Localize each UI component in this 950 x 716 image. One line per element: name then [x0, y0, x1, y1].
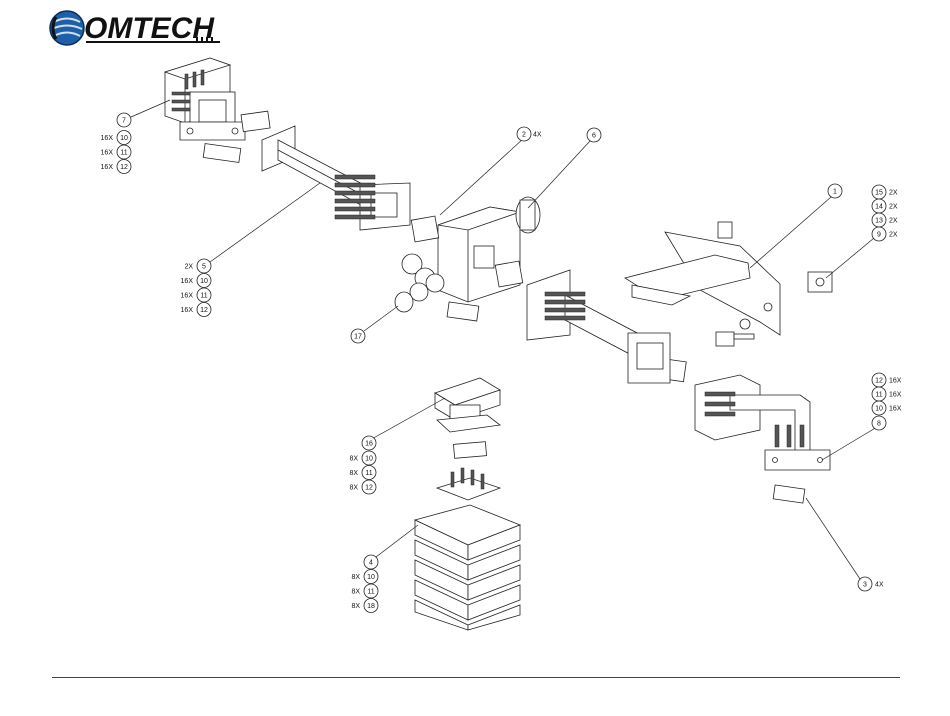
qty-label: 2X	[889, 190, 898, 197]
balloon-number: 11	[200, 293, 207, 300]
balloon-number: 10	[120, 135, 128, 142]
balloon-10-bottom: 8X 10	[351, 570, 378, 584]
balloon-7-number: 7	[122, 118, 126, 125]
balloon-number: 10	[200, 278, 208, 285]
balloon-number: 10	[875, 406, 883, 413]
balloon-2: 2 4X	[517, 127, 542, 141]
balloon-number: 4	[369, 560, 373, 567]
qty-label: 2X	[889, 204, 898, 211]
qty-label: 2X	[184, 264, 193, 271]
part-9-clip	[808, 272, 832, 292]
balloon-7: 7	[117, 113, 131, 127]
qty-label: 16X	[889, 378, 902, 385]
balloon-10-right: 10 16X	[872, 401, 902, 415]
qty-label: 4X	[533, 132, 542, 139]
balloon-number: 2	[522, 132, 526, 139]
balloon-number: 16	[365, 441, 373, 448]
balloon-9: 9 2X	[872, 227, 898, 241]
balloon-number: 12	[120, 164, 128, 171]
qty-label: 16X	[181, 293, 194, 300]
balloon-11-right: 11 16X	[872, 387, 902, 401]
balloon-11-bottom: 8X 11	[351, 584, 378, 598]
qty-label: 16X	[889, 392, 902, 399]
balloon-12-mid: 8X 12	[349, 480, 376, 494]
qty-label: 4X	[875, 582, 884, 589]
balloon-12-left: 16X 12	[181, 303, 211, 317]
qty-label: 2X	[889, 232, 898, 239]
balloon-number: 12	[875, 378, 883, 385]
balloon-number: 5	[202, 264, 206, 271]
balloon-number: 17	[354, 334, 362, 341]
balloon-4: 4	[364, 555, 378, 569]
balloon-3: 3 4X	[858, 577, 884, 591]
part-17-plug	[395, 292, 413, 312]
balloon-13: 13 2X	[872, 213, 898, 227]
balloon-5: 2X 5	[184, 259, 211, 273]
balloon-17: 17	[351, 329, 365, 343]
qty-label: 8X	[351, 574, 360, 581]
balloon-number: 6	[592, 133, 596, 140]
part-6-switch-body	[402, 197, 540, 302]
qty-label: 16X	[101, 150, 114, 157]
qty-label: 8X	[349, 470, 358, 477]
balloon-12-top-left: 16X 12	[101, 160, 131, 174]
balloon-number: 14	[875, 204, 883, 211]
qty-label: 8X	[349, 485, 358, 492]
balloon-number: 18	[367, 603, 375, 610]
balloon-11-top-left: 16X 11	[101, 145, 131, 159]
balloon-10-top-left: 16X 10	[101, 131, 131, 145]
balloon-number: 11	[367, 589, 374, 596]
balloon-11-mid: 8X 11	[349, 466, 376, 480]
qty-label: 2X	[889, 218, 898, 225]
balloon-number: 15	[875, 190, 883, 197]
qty-label: 16X	[181, 307, 194, 314]
balloon-number: 11	[120, 150, 127, 157]
part-4-filter-stack	[415, 478, 520, 630]
balloon-number: 10	[367, 574, 375, 581]
footer-divider	[52, 677, 900, 678]
balloon-number: 13	[875, 218, 883, 225]
qty-label: 16X	[889, 406, 902, 413]
balloon-14: 14 2X	[872, 199, 898, 213]
qty-label: 8X	[349, 456, 358, 463]
part-16-adapter	[435, 378, 500, 458]
leader-lines	[131, 100, 877, 582]
balloon-number: 10	[365, 456, 373, 463]
qty-label: 8X	[351, 589, 360, 596]
qty-label: 8X	[351, 603, 360, 610]
qty-label: 16X	[101, 164, 114, 171]
balloon-10-left: 16X 10	[181, 274, 211, 288]
balloon-number: 1	[833, 189, 837, 196]
balloon-18-bottom: 8X 18	[351, 599, 378, 613]
balloon-6: 6	[587, 128, 601, 142]
balloon-16: 16	[362, 436, 376, 450]
qty-label: 16X	[101, 135, 114, 142]
balloon-8: 8	[872, 416, 886, 430]
balloon-number: 9	[877, 232, 881, 239]
balloon-12-right: 12 16X	[872, 373, 902, 387]
balloon-number: 11	[875, 392, 882, 399]
balloon-number: 12	[200, 307, 208, 314]
balloon-number: 12	[365, 485, 373, 492]
balloon-10-mid: 8X 10	[349, 451, 376, 465]
qty-label: 16X	[181, 278, 194, 285]
balloon-15: 15 2X	[872, 185, 898, 199]
balloon-number: 11	[365, 470, 372, 477]
balloon-1: 1	[828, 184, 842, 198]
balloon-number: 3	[863, 582, 867, 589]
part-1-mounting-bracket	[625, 222, 780, 346]
balloon-11-left: 16X 11	[181, 288, 211, 302]
balloon-number: 8	[877, 421, 881, 428]
